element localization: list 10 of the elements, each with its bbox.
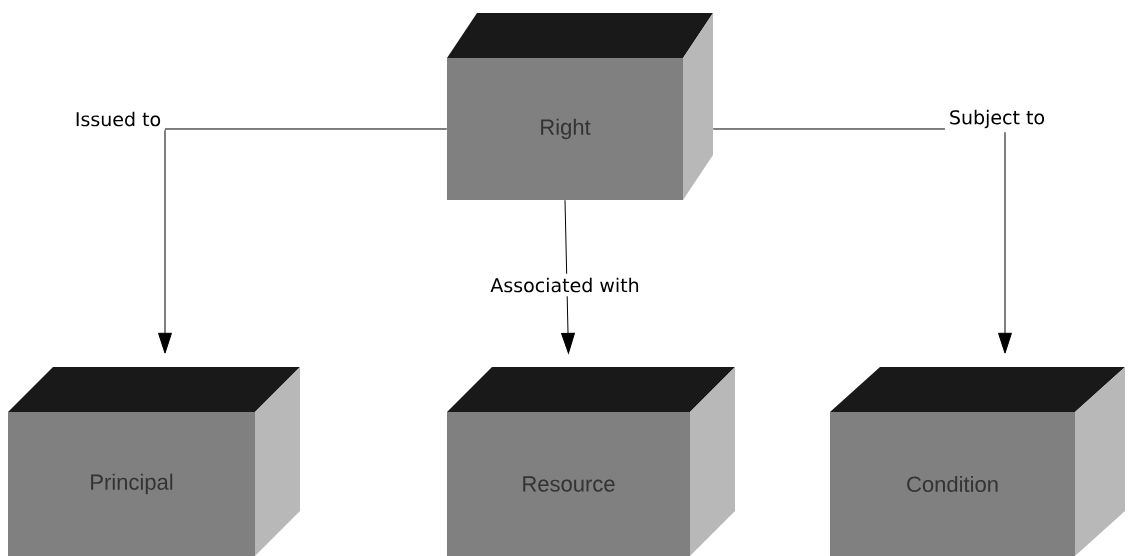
edge-label: Subject to (944, 105, 1050, 133)
cube-box: Principal (8, 367, 300, 556)
arrow (561, 199, 575, 354)
cube-box: Right (447, 13, 713, 200)
edge-label: Associated with (486, 273, 644, 297)
edge-label: Issued to (70, 107, 166, 131)
arrow (712, 128, 1012, 354)
cube-box: Resource (447, 367, 735, 556)
cube-box: Condition (830, 367, 1125, 556)
arrow (158, 128, 448, 354)
